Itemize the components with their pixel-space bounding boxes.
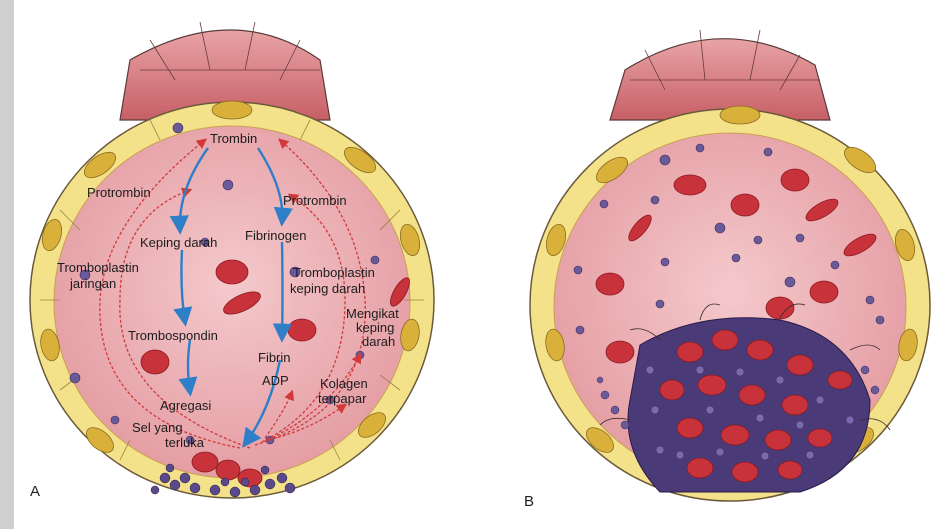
panel-letter-b: B: [524, 493, 534, 510]
panel-a-vessel: Trombin Protrombin Protrombin Keping dar…: [30, 22, 434, 500]
label-terluka: terluka: [165, 435, 205, 450]
label-mengikat-2: keping: [356, 320, 394, 335]
label-tromboplastin-jaringan-1: Tromboplastin: [57, 260, 139, 275]
label-fibrinogen: Fibrinogen: [245, 228, 306, 243]
label-sel-yang: Sel yang: [132, 420, 183, 435]
panel-b-vessel: B: [524, 30, 930, 510]
vessel-tube-b: [610, 39, 830, 120]
label-keping-darah: Keping darah: [140, 235, 217, 250]
label-mengikat-1: Mengikat: [346, 306, 399, 321]
label-adp: ADP: [262, 373, 289, 388]
label-kolagen-1: Kolagen: [320, 376, 368, 391]
label-tromboplastin-keping-2: keping darah: [290, 281, 365, 296]
label-trombospondin: Trombospondin: [128, 328, 218, 343]
label-protrombin-right: Protrombin: [283, 193, 347, 208]
label-agregasi: Agregasi: [160, 398, 211, 413]
label-kolagen-2: terpapar: [318, 391, 367, 406]
scan-edge: [0, 0, 14, 529]
label-tromboplastin-keping-1: Tromboplastin: [293, 265, 375, 280]
label-trombin: Trombin: [210, 131, 257, 146]
label-protrombin-left: Protrombin: [87, 185, 151, 200]
label-fibrin: Fibrin: [258, 350, 291, 365]
label-tromboplastin-jaringan-2: jaringan: [69, 276, 116, 291]
label-mengikat-3: darah: [362, 334, 395, 349]
panel-letter-a: A: [30, 483, 40, 500]
